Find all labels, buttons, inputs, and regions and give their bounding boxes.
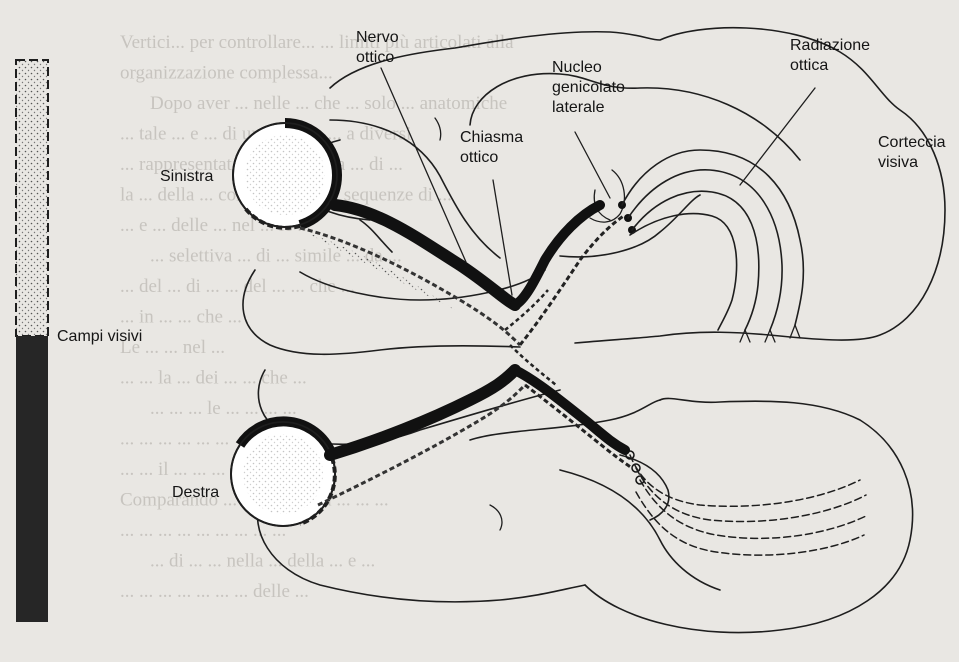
print-through-line: ... ... la ... dei ... ... che ... [120,368,307,389]
print-through-line: ... di ... ... nella ... della ... e ... [150,551,375,572]
print-through-line: ... in ... ... che ... [120,307,242,328]
optic-nerve-right [318,370,525,505]
optic-radiation-upper [622,150,803,342]
optic-chiasm [505,205,632,468]
print-through-line: organizzazione complessa... [120,63,333,84]
print-through-line: ... del ... di ... ... del ... ... che .… [120,276,355,297]
label-corteccia-1: Corteccia [878,134,946,151]
label-destra: Destra [172,484,219,501]
print-through-text: Vertici... per controllare... ... limiti… [120,32,514,602]
print-through-line: ... ... ... le ... ... ... ... [150,398,297,419]
right-field-dark [16,336,48,622]
visual-field-bar [16,60,48,622]
label-corteccia-2: visiva [878,154,918,171]
right-eye [231,421,335,526]
label-campi-visivi: Campi visivi [57,328,142,345]
label-nervo-ottico-1: Nervo [356,29,399,46]
optic-nerve-left [300,205,520,345]
brain-outline [243,28,945,633]
label-radiazione-2: ottica [790,57,828,74]
optic-radiation-lower [630,455,868,555]
label-nucleo-1: Nucleo [552,59,602,76]
lateral-geniculate-nucleus [618,201,644,484]
label-chiasma-2: ottico [460,149,498,166]
print-through-line: ... ... ... ... ... ... ... delle ... [120,581,309,602]
label-chiasma-1: Chiasma [460,129,523,146]
label-radiazione-1: Radiazione [790,37,870,54]
print-through-line: ... ... il ... ... ... ... [120,459,245,480]
label-nucleo-3: laterale [552,99,605,116]
label-sinistra: Sinistra [160,168,213,185]
label-nervo-ottico-2: ottico [356,49,394,66]
print-through-line: ... ... ... ... ... ... [120,429,229,450]
print-through-line: Dopo aver ... nelle ... che ... solo ...… [150,93,507,114]
left-field-stippled [16,60,48,336]
label-nucleo-2: genicolato [552,79,625,96]
print-through-line: Vertici... per controllare... ... limiti… [120,32,514,53]
left-eye [233,123,337,228]
